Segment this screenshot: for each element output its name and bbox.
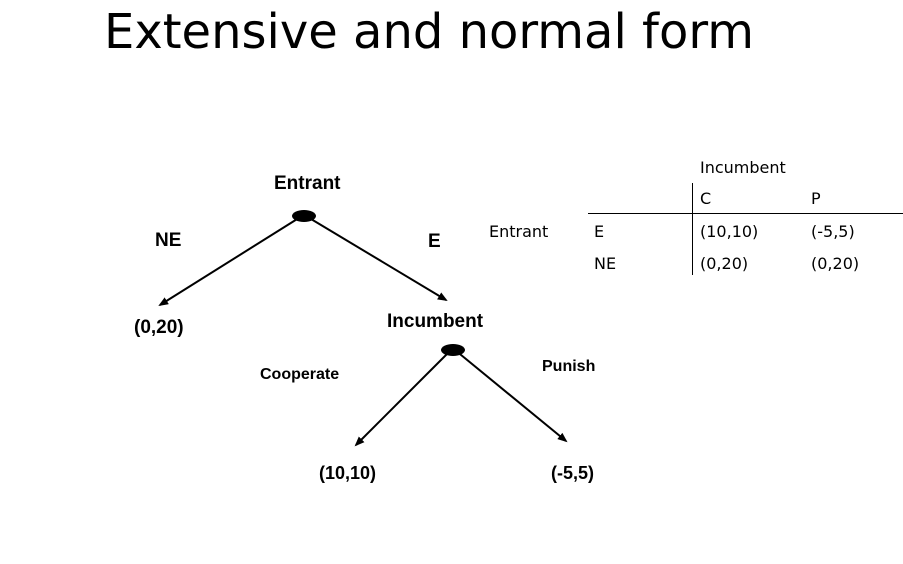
- branch-cooperate-label: Cooperate: [260, 366, 340, 383]
- column-header-p: P: [811, 189, 821, 208]
- entrant-node-label: Entrant: [274, 173, 341, 194]
- branch-ne-edge: [158, 215, 303, 307]
- payoff-punish: (-5,5): [551, 463, 595, 483]
- cell-ne-p: (0,20): [811, 254, 860, 273]
- incumbent-node: [441, 344, 465, 356]
- branch-e-edge: [305, 215, 448, 302]
- column-player-label: Incumbent: [700, 158, 786, 177]
- cell-e-p: (-5,5): [811, 222, 855, 241]
- payoff-cooperate: (10,10): [319, 463, 377, 483]
- row-label-e: E: [594, 222, 605, 241]
- table-column-rule: [692, 183, 693, 275]
- incumbent-node-label: Incumbent: [387, 311, 484, 332]
- cell-e-c: (10,10): [700, 222, 759, 241]
- column-header-c: C: [700, 189, 712, 208]
- cell-ne-c: (0,20): [700, 254, 749, 273]
- branch-e-label: E: [428, 231, 441, 252]
- branch-cooperate-edge: [354, 349, 452, 447]
- branch-punish-edge: [454, 349, 568, 443]
- entrant-node: [292, 210, 316, 222]
- row-label-ne: NE: [594, 254, 617, 273]
- row-player-label: Entrant: [489, 222, 549, 241]
- slide-title: Extensive and normal form: [104, 4, 754, 60]
- branch-punish-label: Punish: [542, 358, 596, 375]
- payoff-ne: (0,20): [134, 317, 184, 338]
- branch-ne-label: NE: [155, 230, 182, 251]
- table-header-rule: [588, 213, 903, 214]
